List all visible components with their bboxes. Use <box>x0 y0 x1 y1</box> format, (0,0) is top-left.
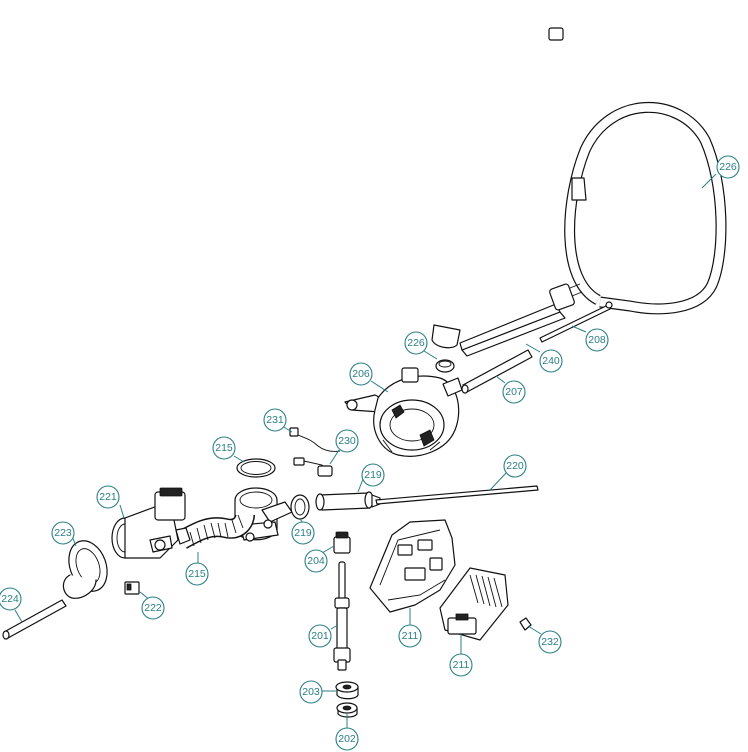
callout-231: 231 <box>263 408 287 432</box>
nut-202 <box>336 702 358 718</box>
callout-219-lower: 219 <box>291 521 315 545</box>
switch-204 <box>333 531 351 554</box>
callout-label: 211 <box>402 630 419 642</box>
clip-232 <box>519 617 532 631</box>
callout-207: 207 <box>502 380 526 404</box>
callout-label: 207 <box>505 386 523 398</box>
callout-211-left: 211 <box>398 624 422 648</box>
callout-222: 222 <box>141 596 165 620</box>
pipe-224 <box>2 599 67 640</box>
pump-motor <box>344 367 463 457</box>
filter-cap <box>62 540 108 599</box>
callout-label: 226 <box>719 161 737 173</box>
callout-223: 223 <box>51 521 75 545</box>
callout-203: 203 <box>299 680 323 704</box>
shaft-201 <box>333 561 351 671</box>
callout-label: 226 <box>407 337 425 349</box>
callout-204: 204 <box>304 549 328 573</box>
cover-housing <box>369 519 456 613</box>
callout-226-lower: 226 <box>404 331 428 355</box>
callout-label: 224 <box>1 593 19 605</box>
tube-207 <box>461 349 533 394</box>
callout-220: 220 <box>503 454 527 478</box>
control-module <box>439 567 509 641</box>
callout-240: 240 <box>539 349 563 373</box>
seal-219-ring <box>290 494 310 520</box>
callout-208: 208 <box>585 328 609 352</box>
callout-label: 204 <box>307 555 325 567</box>
callout-201: 201 <box>308 624 332 648</box>
sensor-231 <box>289 427 341 452</box>
rod-220 <box>375 485 539 505</box>
callout-224: 224 <box>0 587 22 611</box>
washer-203 <box>335 681 359 700</box>
callout-label: 208 <box>588 334 606 346</box>
inlet-hose-loop <box>564 102 727 315</box>
rod-208 <box>539 301 613 343</box>
callout-202: 202 <box>335 727 359 751</box>
drain-hose <box>431 16 567 349</box>
callout-215-lower: 215 <box>185 562 209 586</box>
hose-clamp-226 <box>435 359 455 373</box>
callout-label: 220 <box>506 460 524 472</box>
callout-label: 223 <box>54 527 72 539</box>
callout-label: 211 <box>453 659 470 671</box>
callout-label: 202 <box>338 733 356 745</box>
callout-label: 215 <box>188 568 206 580</box>
callout-206: 206 <box>349 362 373 386</box>
callout-label: 206 <box>352 368 370 380</box>
heater-element <box>459 283 583 357</box>
callout-label: 231 <box>266 414 284 426</box>
drain-pump <box>111 487 191 559</box>
callout-label: 215 <box>215 442 233 454</box>
callout-label: 230 <box>338 435 356 447</box>
callout-232: 232 <box>538 630 562 654</box>
callout-label: 201 <box>311 630 329 642</box>
callout-label: 240 <box>542 355 560 367</box>
callout-230: 230 <box>335 429 359 453</box>
callout-215-upper: 215 <box>212 436 236 460</box>
connector-222 <box>124 581 140 595</box>
callout-label: 219 <box>294 527 312 539</box>
callout-219-upper: 219 <box>361 463 385 487</box>
callout-221: 221 <box>96 485 120 509</box>
callout-211-right: 211 <box>449 653 473 677</box>
hose-clamp-215 <box>236 458 276 478</box>
callout-label: 221 <box>99 491 117 503</box>
corrugated-hose <box>177 513 255 549</box>
tube-219 <box>315 491 381 511</box>
callout-226-upper: 226 <box>716 155 740 179</box>
callout-label: 232 <box>541 636 559 648</box>
leader-lines <box>14 173 717 731</box>
sensor-230 <box>293 457 333 477</box>
callout-label: 203 <box>302 686 320 698</box>
callout-label: 219 <box>364 469 382 481</box>
callout-label: 222 <box>144 602 162 614</box>
